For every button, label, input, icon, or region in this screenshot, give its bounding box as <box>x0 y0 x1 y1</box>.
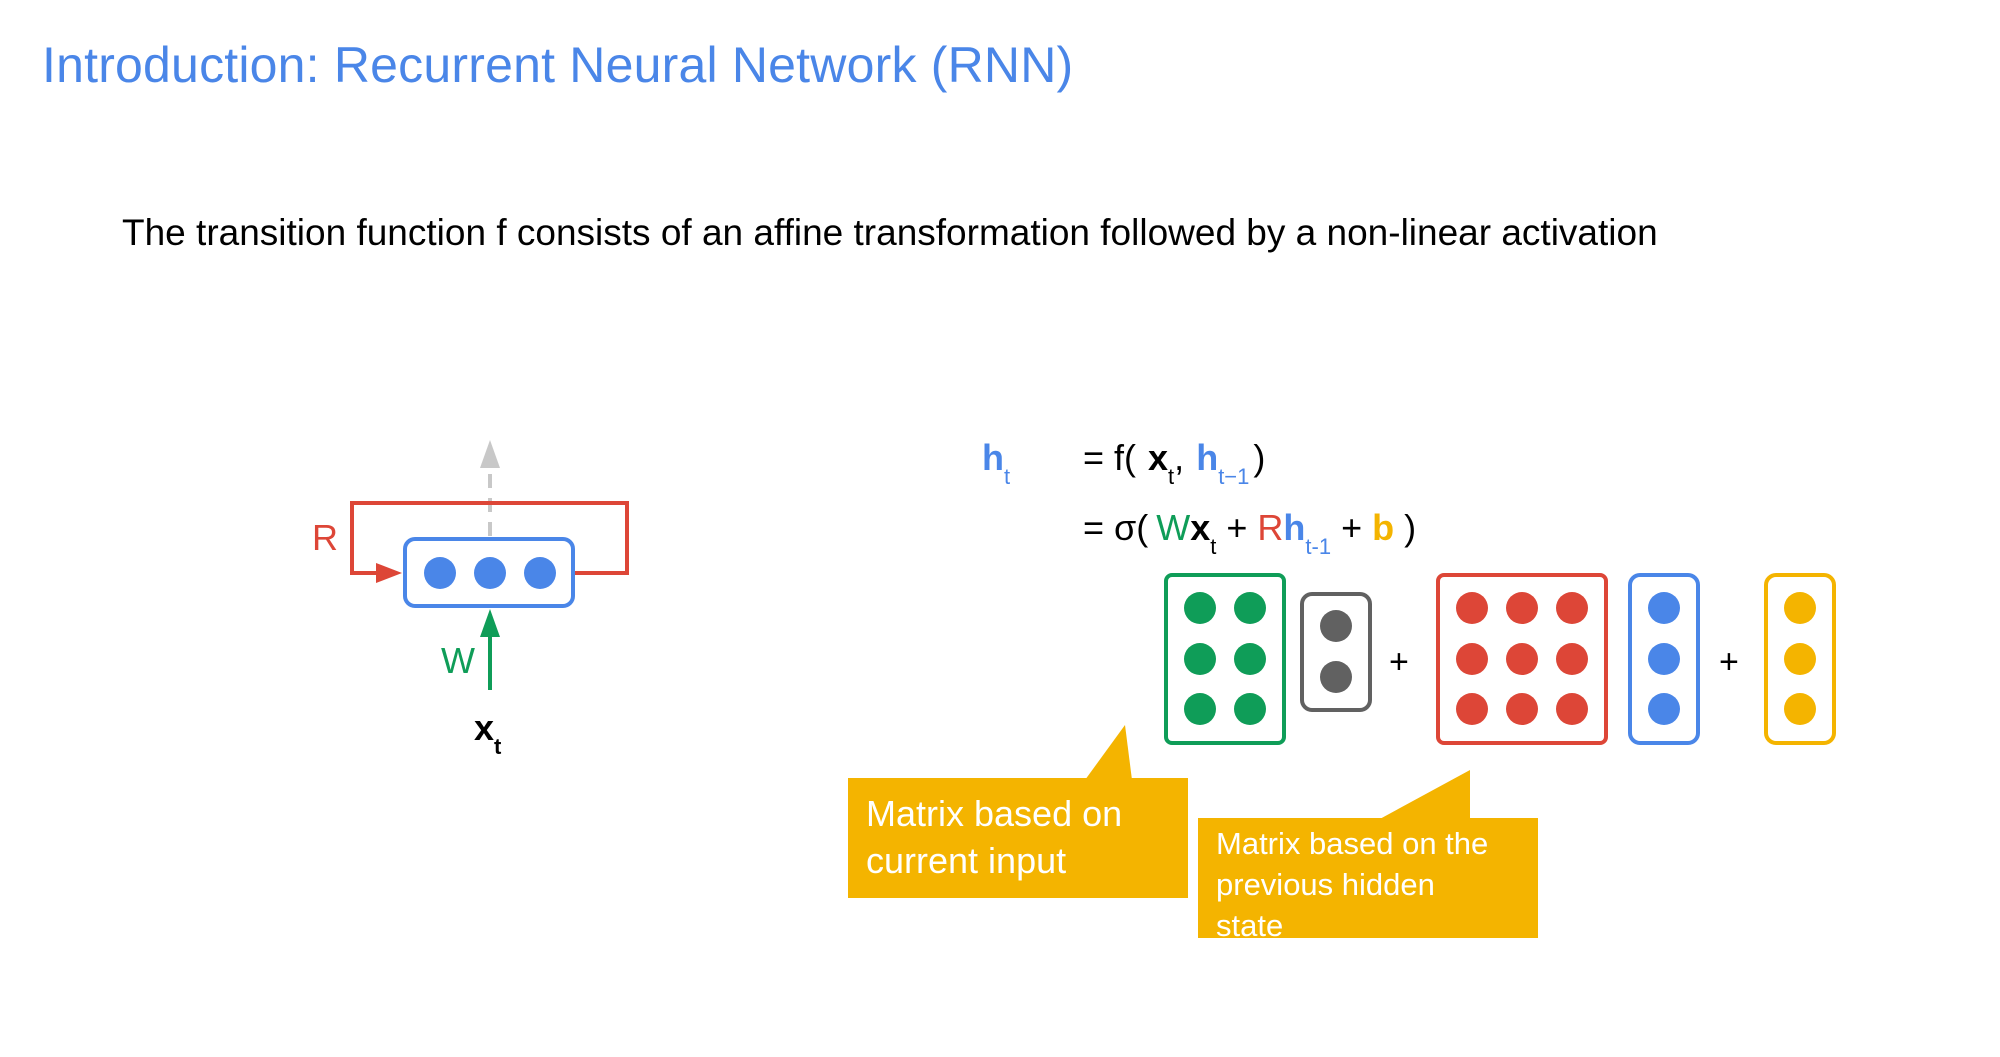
input-weight-matrix <box>1164 573 1286 745</box>
vector-element <box>1784 592 1816 624</box>
matrix-element <box>1456 643 1488 675</box>
input-vector <box>1300 592 1372 712</box>
callout-hidden-matrix-text: Matrix based on the previous hidden stat… <box>1216 826 1489 943</box>
matrix-element <box>1234 643 1266 675</box>
matrix-element <box>1456 693 1488 725</box>
input-arrow <box>480 609 500 690</box>
vector-element <box>1648 592 1680 624</box>
recurrent-weight-label: R <box>312 517 338 558</box>
equation-line-2: = σ(Wxt+Rht-1+b) <box>1083 507 1416 559</box>
plus-sign: + <box>1389 643 1409 681</box>
vector-element <box>1320 610 1352 642</box>
callout-input-matrix-text: Matrix based on current input <box>866 793 1123 881</box>
vector-element <box>1784 643 1816 675</box>
slide-title: Introduction: Recurrent Neural Network (… <box>42 37 1074 93</box>
recurrent-loop-arrow <box>350 501 629 583</box>
matrix-element <box>1184 643 1216 675</box>
matrix-element <box>1506 693 1538 725</box>
slide-subtitle: The transition function f consists of an… <box>122 212 1658 253</box>
matrix-element <box>1556 693 1588 725</box>
hidden-unit <box>424 557 456 589</box>
input-weight-label: W <box>441 640 475 681</box>
matrix-element <box>1184 693 1216 725</box>
equation-lhs: ht <box>982 437 1010 489</box>
matrix-element <box>1556 643 1588 675</box>
matrix-visualization: + + <box>1164 573 1836 745</box>
matrix-element <box>1506 592 1538 624</box>
matrix-element <box>1234 693 1266 725</box>
vector-element <box>1648 693 1680 725</box>
hidden-unit <box>474 557 506 589</box>
vector-element <box>1648 643 1680 675</box>
matrix-element <box>1456 592 1488 624</box>
vector-element <box>1784 693 1816 725</box>
output-arrow <box>480 440 500 536</box>
plus-sign: + <box>1719 643 1739 681</box>
callout-hidden-matrix <box>1198 770 1538 938</box>
equation-line-1: = f(xt,ht−1) <box>1083 437 1265 489</box>
matrix-element <box>1556 592 1588 624</box>
equation: ht = f(xt,ht−1) = σ(Wxt+Rht-1+b) <box>982 437 1416 559</box>
vector-element <box>1320 661 1352 693</box>
matrix-element <box>1506 643 1538 675</box>
rnn-cell-diagram: R W xt <box>312 440 629 759</box>
matrix-element <box>1184 592 1216 624</box>
hidden-unit <box>524 557 556 589</box>
matrix-element <box>1234 592 1266 624</box>
callout-input-matrix <box>848 725 1188 898</box>
input-symbol: xt <box>474 707 502 759</box>
